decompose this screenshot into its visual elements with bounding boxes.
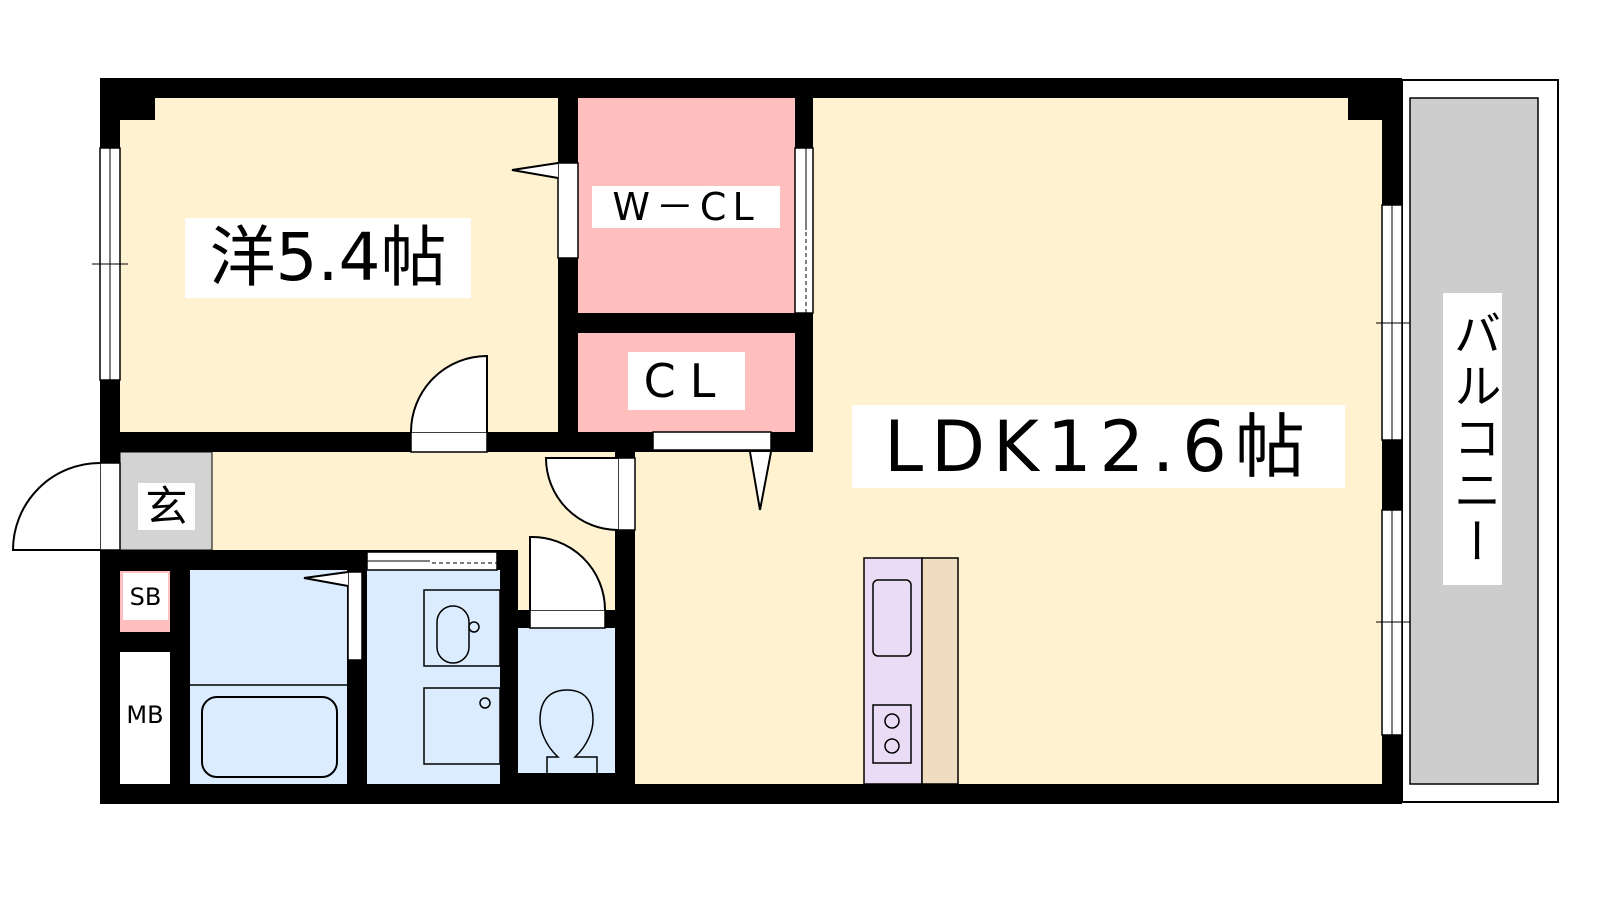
pillar: [1348, 98, 1382, 120]
meterbox-floor: [120, 652, 170, 784]
bath-door: [347, 571, 363, 661]
room-label-balcony: バルコニー: [1443, 293, 1502, 585]
toilet-icon: [539, 689, 598, 773]
pillar: [120, 98, 155, 120]
cl-door: [652, 431, 772, 451]
counter-back: [921, 557, 959, 785]
bathtub-icon: [201, 696, 338, 778]
western-door: [410, 431, 488, 453]
wcl-door: [557, 162, 579, 259]
room-label-wcl: W－CL: [592, 186, 780, 228]
entrance-door-frame: [99, 462, 121, 551]
wcl-sliding-door: [794, 147, 814, 314]
entrance-door-swing: [11, 462, 101, 551]
room-label-meterbox: MB: [126, 701, 164, 729]
room-label-western: 洋5.4帖: [185, 218, 471, 298]
room-label-cl: CL: [628, 352, 745, 410]
kitchen-sink-icon: [872, 579, 912, 657]
room-label-entrance: 玄: [138, 483, 195, 530]
room-label-shoebox: SB: [123, 573, 168, 620]
room-label-ldk: LDK12.6帖: [852, 405, 1345, 488]
ldk-floor-ext: [635, 452, 815, 784]
toilet-door: [529, 609, 606, 629]
ldk-door: [617, 457, 636, 531]
